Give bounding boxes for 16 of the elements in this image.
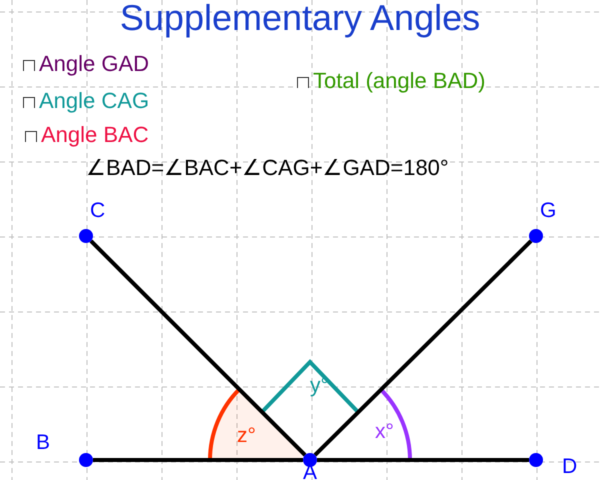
- checkbox: Total (angle BAD): [296, 70, 486, 92]
- point-label: B: [36, 432, 50, 453]
- line-segment: [93, 458, 303, 462]
- point-label: G: [540, 200, 556, 221]
- point-label: C: [90, 200, 106, 221]
- line-segment: [90, 240, 306, 456]
- equation-text: ∠BAD=∠BAC+∠CAG+∠GAD=180°: [86, 157, 449, 179]
- title: Supplementary Angles: [120, 0, 480, 36]
- checkbox: Angle GAD: [22, 53, 150, 75]
- line-segment: [314, 240, 532, 456]
- line-segment: [317, 458, 529, 462]
- angle-value: z°: [237, 425, 256, 446]
- angle-value: x°: [375, 421, 394, 442]
- checkbox: Angle CAG: [22, 90, 150, 112]
- checkbox: Angle BAC: [24, 124, 149, 146]
- point-label: D: [562, 456, 578, 477]
